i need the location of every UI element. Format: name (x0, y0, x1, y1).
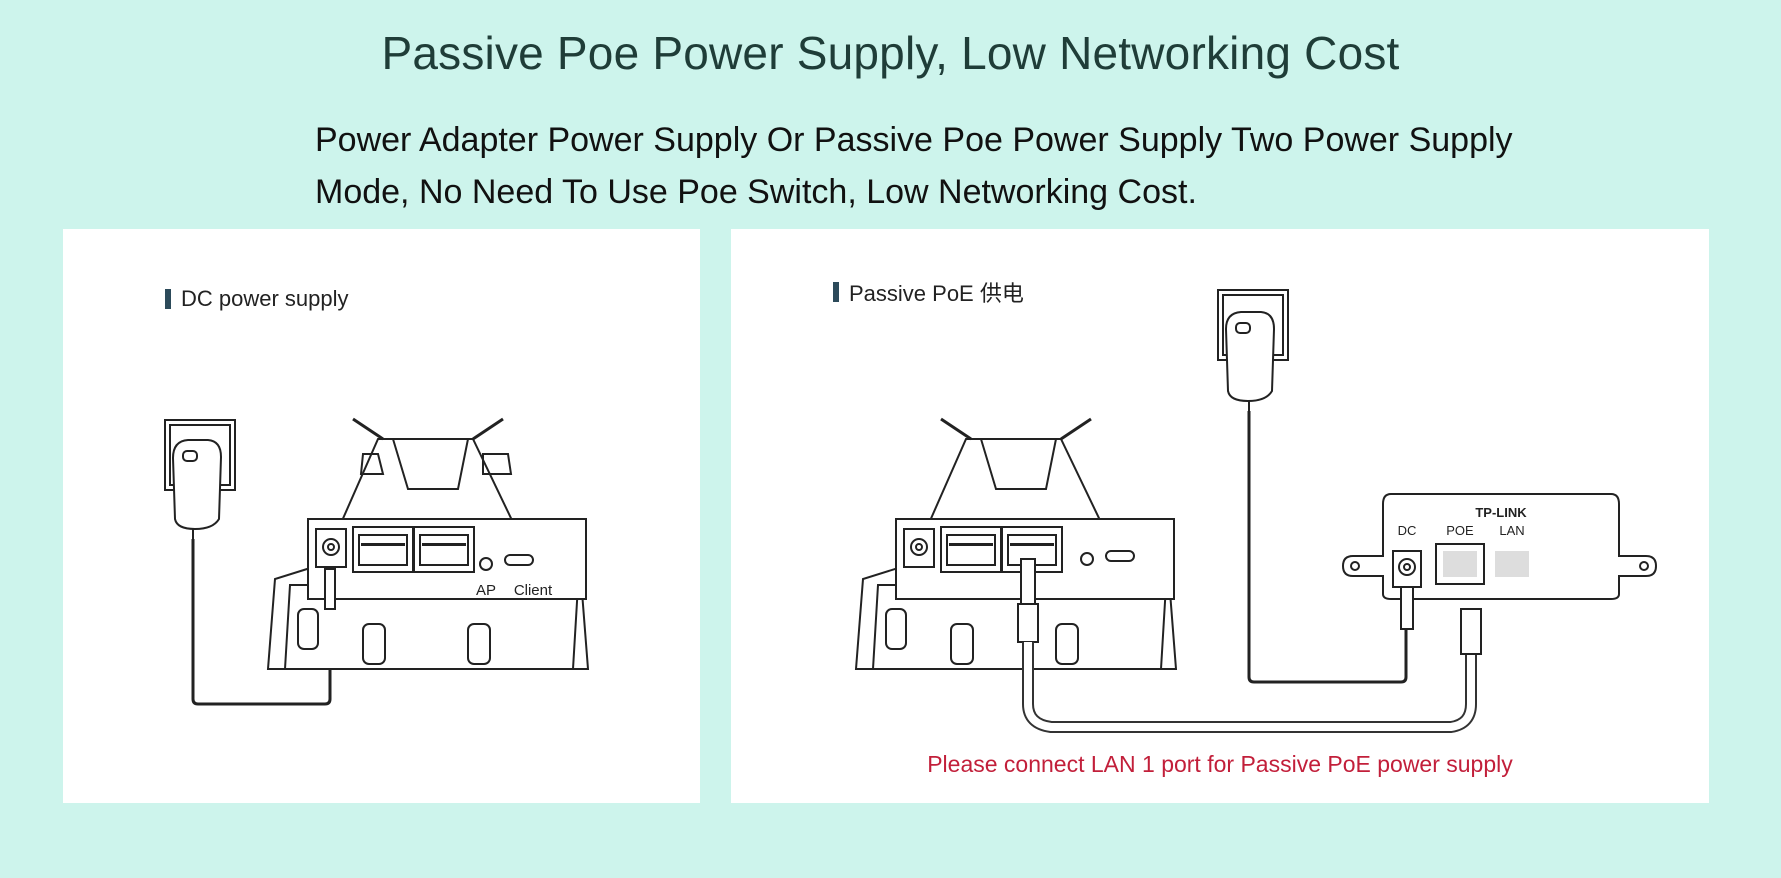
passive-poe-diagram: TP-LINK DC POE LAN (854, 289, 1658, 733)
page-subtitle: Power Adapter Power Supply Or Passive Po… (315, 121, 1513, 211)
dc-panel-label-row: DC power supply (165, 286, 349, 312)
switch-ap-label: AP (476, 582, 496, 599)
label-marker (833, 282, 839, 302)
mode-switch-icon (1105, 550, 1135, 562)
power-adapter-icon (171, 439, 223, 531)
poe-port-icon (1435, 543, 1485, 585)
dc-power-panel: DC power supply (63, 229, 700, 803)
injector-brand-label: TP-LINK (1475, 505, 1527, 520)
page-title: Passive Poe Power Supply, Low Networking… (381, 27, 1400, 79)
reset-button-icon (479, 557, 493, 571)
passive-poe-panel: Passive PoE 供电 (731, 229, 1709, 803)
label-marker (165, 289, 171, 309)
dc-cable (1247, 411, 1408, 684)
lan2-port-icon (413, 526, 475, 573)
dc-power-diagram: AP Client (164, 417, 590, 706)
dc-panel-label: DC power supply (181, 286, 349, 311)
poe-panel-label: Passive PoE 供电 (849, 281, 1024, 306)
poe-panel-label-row: Passive PoE 供电 (833, 276, 1024, 308)
power-adapter-icon (1224, 311, 1276, 403)
switch-client-label: Client (514, 582, 553, 599)
injector-dc-label: DC (1398, 523, 1417, 538)
injector-lan-label: LAN (1499, 523, 1524, 538)
reset-button-icon (1080, 552, 1094, 566)
lan1-note: Please connect LAN 1 port for Passive Po… (927, 751, 1513, 777)
mode-switch-icon (504, 554, 534, 566)
dc-cable (191, 539, 332, 706)
injector-poe-label: POE (1446, 523, 1474, 538)
